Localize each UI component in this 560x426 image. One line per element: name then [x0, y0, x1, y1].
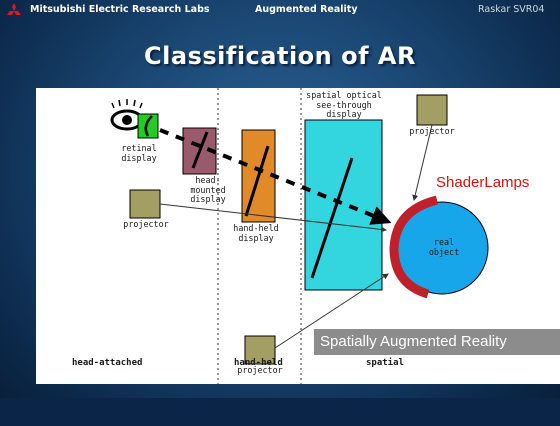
callout-shader-lamps: ShaderLamps: [436, 174, 530, 191]
label-real-object: real object: [428, 237, 460, 257]
line-of-sight: [159, 128, 392, 225]
label-hand-held-display: hand-held display: [233, 223, 279, 243]
callout-spatially-augmented-reality: Spatially Augmented Reality: [314, 329, 560, 355]
label-projector-bottom: projector: [237, 365, 283, 375]
diagram-graphics: [110, 88, 489, 384]
header-author: Raskar SVR04: [478, 4, 545, 15]
ar-classification-diagram: retinal display head- mounted display pr…: [36, 88, 560, 384]
eye-icon: [110, 99, 144, 131]
column-spatial: spatial: [366, 358, 404, 368]
label-head-mounted-display: head- mounted display: [190, 175, 226, 204]
column-hand-held: hand-held: [234, 358, 283, 368]
mitsubishi-diamonds-logo-icon: [7, 3, 21, 15]
projector-top-box: [416, 94, 448, 126]
label-projector-top: projector: [409, 126, 455, 136]
column-head-attached: head-attached: [72, 358, 143, 368]
label-spatial-optical: spatial optical see-through display: [306, 90, 382, 119]
label-retinal-display: retinal display: [121, 143, 157, 163]
retinal-display-box: [137, 113, 159, 139]
header-organization: Mitsubishi Electric Research Labs: [30, 4, 210, 15]
slide-title: Classification of AR: [144, 42, 416, 70]
projector-bottom-box: [244, 335, 276, 365]
projection-line-bottom: [274, 273, 389, 349]
projection-line-top: [412, 124, 433, 201]
header-bar: Mitsubishi Electric Research Labs Augmen…: [0, 0, 560, 22]
header-topic: Augmented Reality: [255, 4, 358, 15]
label-projector-left: projector: [123, 219, 169, 229]
projector-left-box: [129, 189, 161, 219]
footer-bar: [0, 398, 560, 426]
projection-line-left: [159, 203, 387, 233]
shader-lamps-arc: [389, 195, 439, 299]
